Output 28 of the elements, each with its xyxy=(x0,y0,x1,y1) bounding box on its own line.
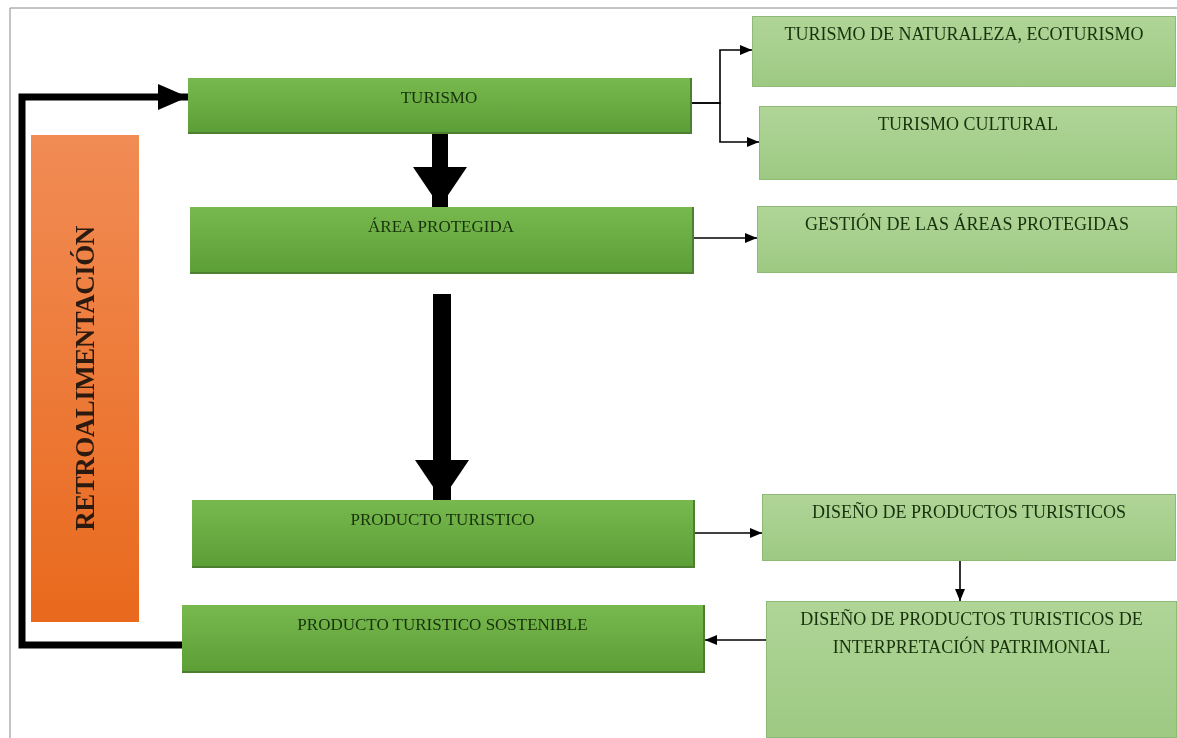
process-box xyxy=(766,601,1177,738)
arrow xyxy=(704,635,767,645)
arrow xyxy=(691,102,760,147)
feedback-bar xyxy=(31,135,139,622)
process-box xyxy=(757,206,1177,273)
arrow xyxy=(955,560,965,602)
box-label: TURISMO xyxy=(400,88,478,108)
box-label: PRODUCTO TURISTICO xyxy=(350,510,535,530)
process-box xyxy=(762,494,1176,561)
process-box xyxy=(188,78,692,134)
vertical-label: RETROALIMENTACIÓN xyxy=(69,226,101,531)
box-label: DISEÑO DE PRODUCTOS TURISTICOS DE INTERPRETACIÓN PATRIMONIAL xyxy=(799,608,1144,659)
thick-arrow xyxy=(18,84,188,649)
thick-arrow xyxy=(415,294,469,500)
box-label: ÁREA PROTEGIDA xyxy=(368,217,514,237)
thick-arrow xyxy=(413,134,467,207)
process-box xyxy=(192,500,695,568)
box-label: GESTIÓN DE LAS ÁREAS PROTEGIDAS xyxy=(805,212,1129,236)
box-label: PRODUCTO TURISTICO SOSTENIBLE xyxy=(297,615,588,635)
arrow xyxy=(694,528,763,538)
process-box xyxy=(752,16,1176,87)
box-label: TURISMO DE NATURALEZA, ECOTURISMO xyxy=(784,23,1144,46)
arrow xyxy=(693,233,758,243)
process-box xyxy=(182,605,705,673)
box-label: TURISMO CULTURAL xyxy=(878,113,1058,136)
process-box xyxy=(759,106,1177,180)
box-label: DISEÑO DE PRODUCTOS TURISTICOS xyxy=(812,501,1126,524)
process-box xyxy=(190,207,694,274)
